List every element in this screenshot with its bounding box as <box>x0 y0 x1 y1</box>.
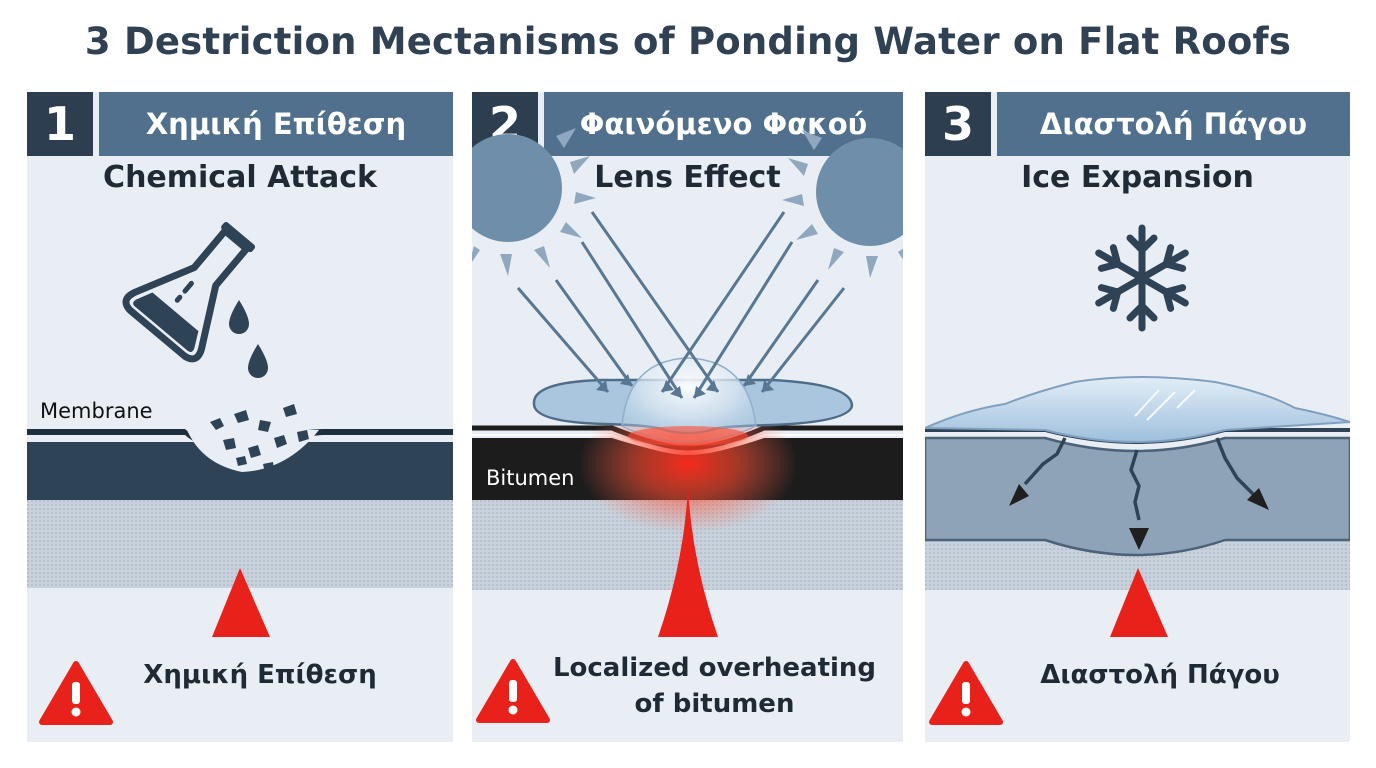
caption-line: Χημική Επίθεση <box>143 660 377 690</box>
panel-caption: Διαστολή Πάγου <box>995 657 1325 693</box>
panel-subtitle: Chemical Attack <box>103 160 377 195</box>
panel-greek-title: Διαστολή Πάγου <box>997 92 1350 156</box>
sun-icon <box>472 128 596 276</box>
caption-line: Localized overheating <box>552 653 877 683</box>
panel-lens-effect: 2 Φαινόμενο Φακού Lens Effect Bitumen Lo… <box>472 92 903 742</box>
flask-icon <box>122 222 256 363</box>
panel-number: 3 <box>925 92 991 156</box>
droplet-icon <box>229 300 249 334</box>
membrane-label: Membrane <box>40 399 153 423</box>
caption-line: of bitumen <box>634 689 795 719</box>
warning-icon <box>476 659 550 723</box>
panel-ice-expansion: 3 Διαστολή Πάγου Ice Expansion Διαστολή … <box>925 92 1350 742</box>
caption-line: Διαστολή Πάγου <box>1040 660 1280 690</box>
snowflake-icon <box>1095 224 1189 332</box>
warning-icon <box>39 661 113 725</box>
panel-chemical-attack: 1 Χημική Επίθεση Chemical Attack Membran… <box>27 92 453 742</box>
panel-caption: Localized overheating of bitumen <box>542 650 887 722</box>
panel-greek-title: Χημική Επίθεση <box>99 92 453 156</box>
panel-caption: Χημική Επίθεση <box>107 657 413 693</box>
chemical-attack-illustration <box>27 222 453 637</box>
panel-subtitle: Ice Expansion <box>1021 160 1254 195</box>
bitumen-label: Bitumen <box>486 466 575 490</box>
page-title: 3 Destriction Mectanisms of Ponding Wate… <box>84 20 1292 63</box>
warning-icon <box>929 661 1003 725</box>
sun-icon <box>782 130 903 278</box>
panel-number: 1 <box>27 92 93 156</box>
panel-subtitle: Lens Effect <box>594 160 781 195</box>
lens-effect-illustration <box>472 128 903 637</box>
ice-expansion-illustration <box>925 224 1350 637</box>
droplet-icon <box>248 344 268 378</box>
